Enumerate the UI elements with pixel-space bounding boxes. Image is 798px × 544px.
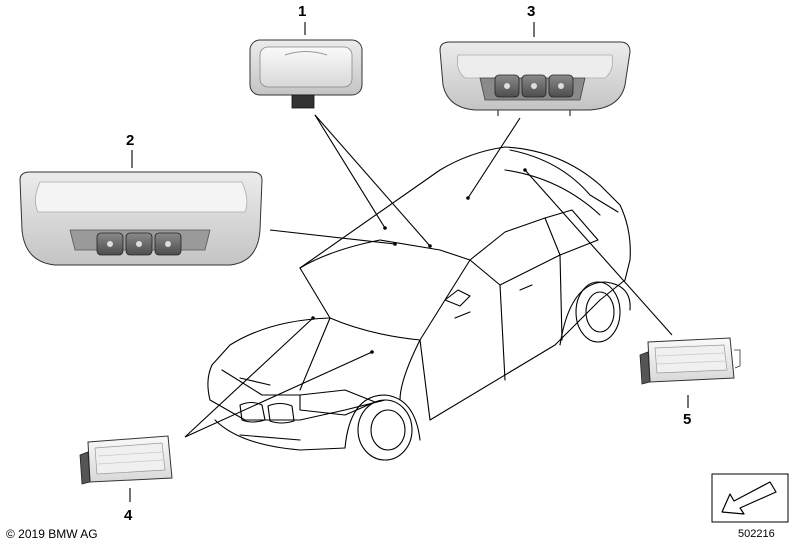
front-interior-light-icon (249, 39, 363, 109)
leader-part-5 (524, 169, 673, 336)
callout-1: 1 (298, 3, 307, 20)
footwell-light-icon (79, 435, 173, 485)
leader-part-2 (269, 229, 396, 245)
callout-4: 4 (124, 507, 133, 524)
leader-part-4-b (184, 351, 373, 438)
leader-lines (129, 22, 689, 502)
direction-arrow-icon (711, 473, 789, 523)
callout-2: 2 (126, 132, 135, 149)
leader-part-1-b (314, 114, 431, 247)
rear-roof-console-light-icon (19, 171, 263, 266)
front-roof-console-light-icon (439, 41, 631, 116)
copyright-notice: © 2019 BMW AG (6, 527, 98, 541)
leader-part-3 (467, 117, 521, 199)
callout-5: 5 (683, 411, 692, 428)
luggage-compartment-light-icon (639, 337, 741, 385)
car-outline (207, 146, 631, 461)
leader-part-4-a (184, 317, 314, 438)
callout-3: 3 (527, 3, 536, 20)
leader-dots (311, 168, 527, 354)
leader-part-1-a (314, 114, 386, 229)
diagram-number: 502216 (738, 528, 775, 540)
